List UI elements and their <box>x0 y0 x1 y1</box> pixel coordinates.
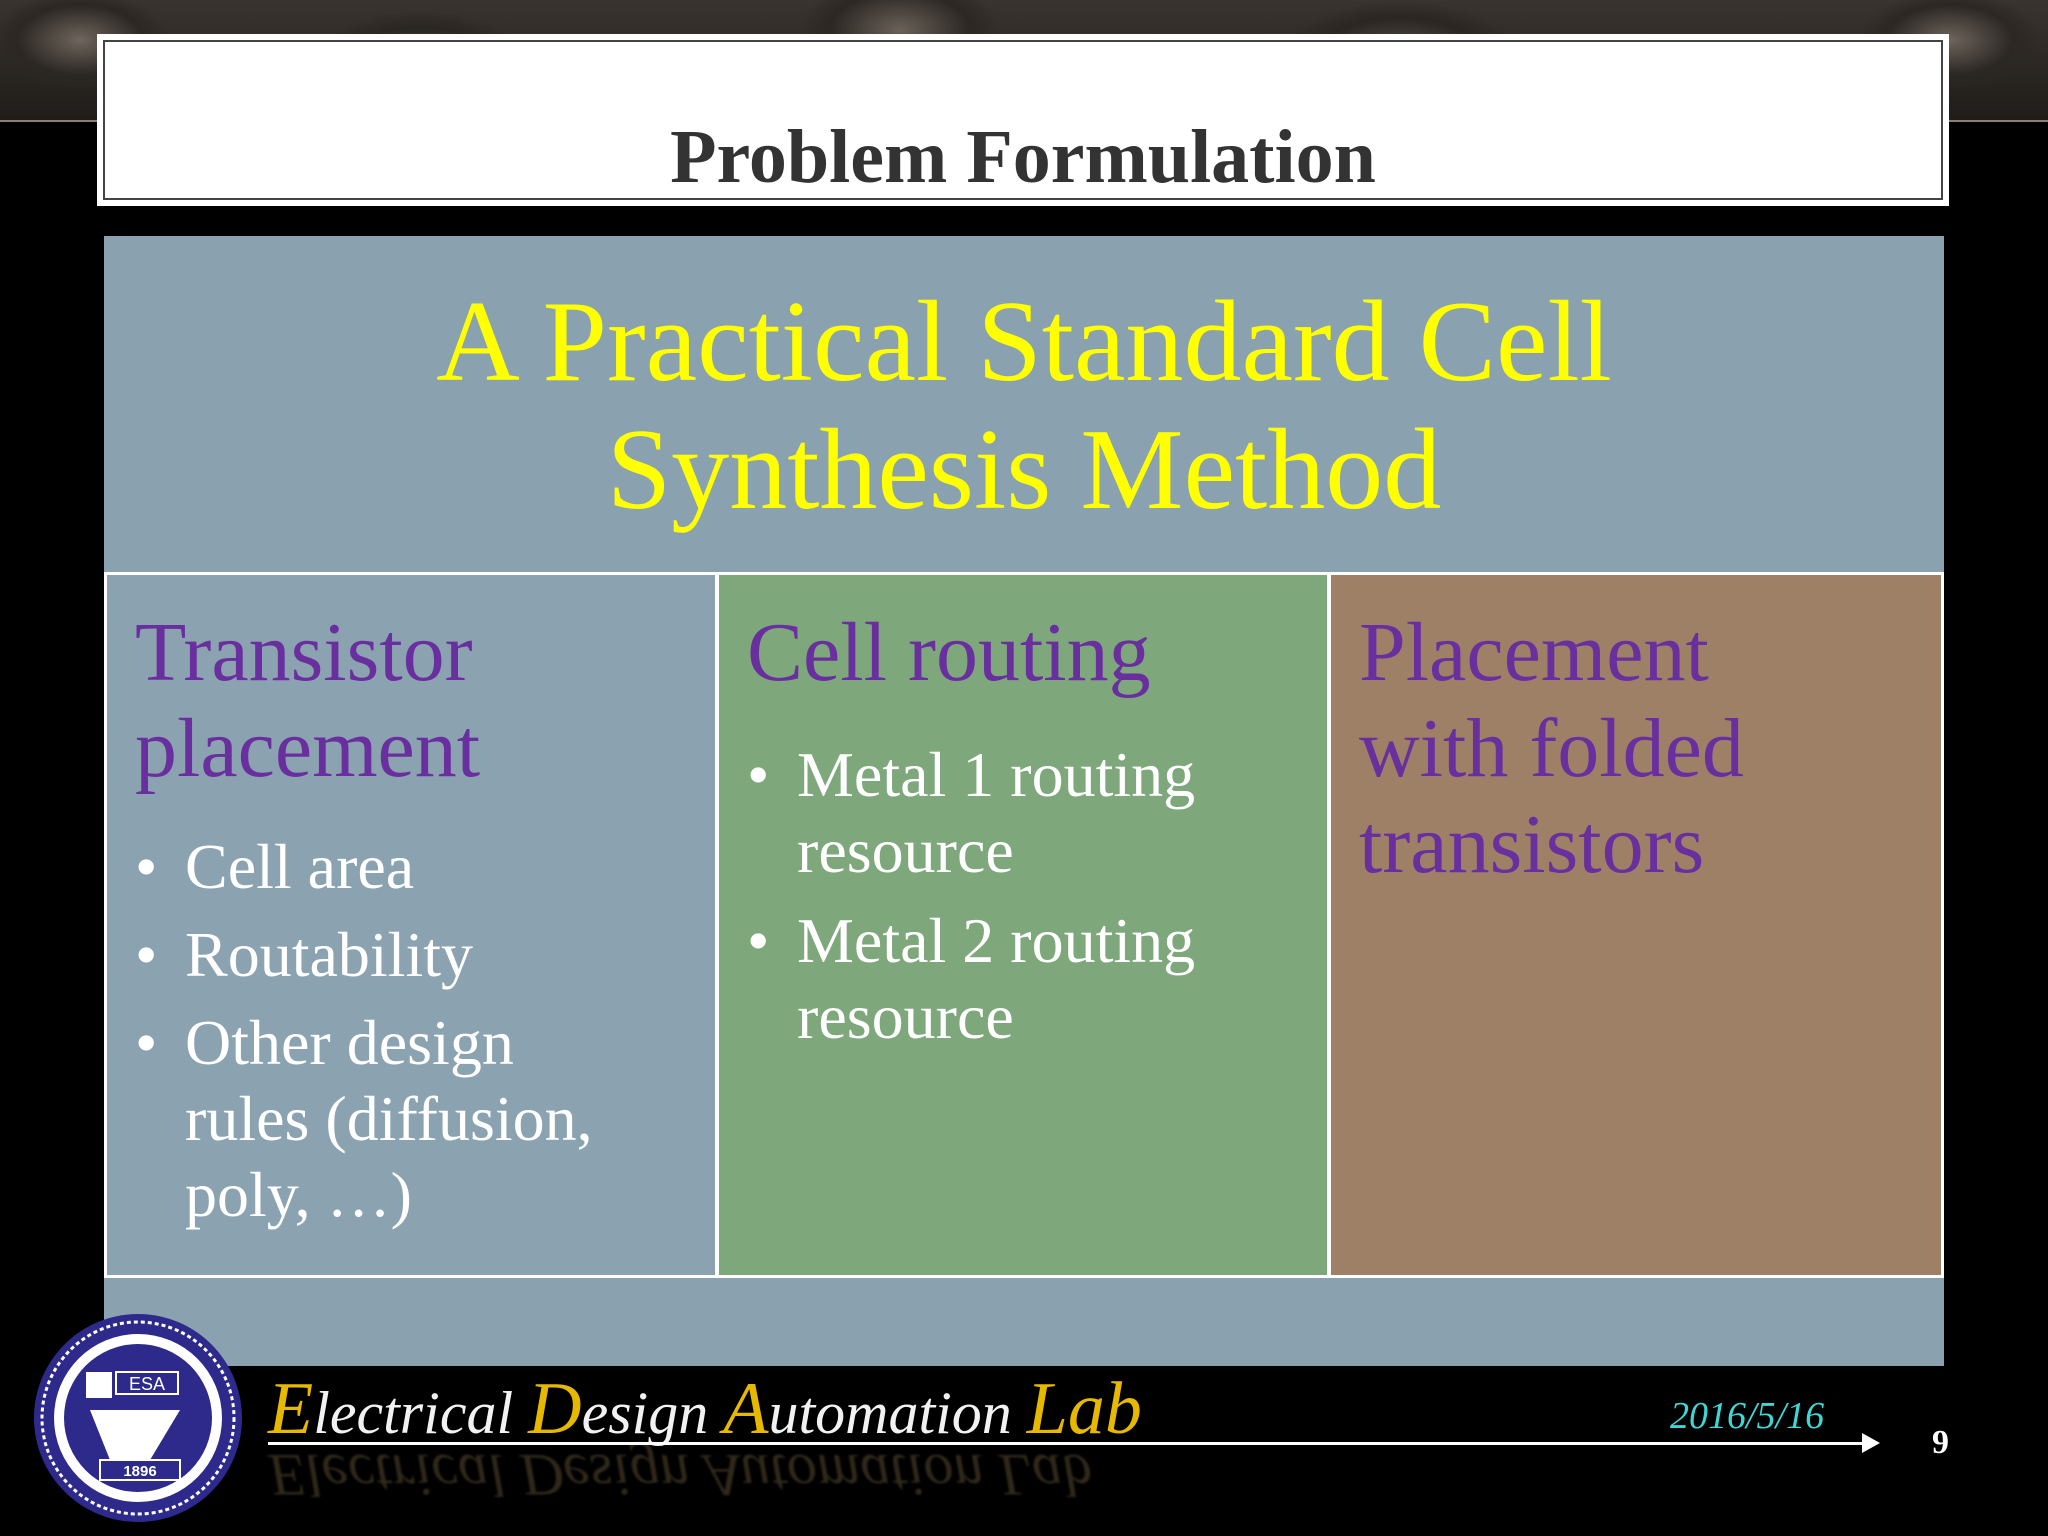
lab-initial: A <box>723 1368 769 1450</box>
list-item: Cell area <box>135 829 715 905</box>
column-title-line: with folded <box>1359 702 1744 795</box>
lab-name: Electrical Design Automation Lab <box>268 1372 1142 1446</box>
column-folded-transistors: Placement with folded transistors <box>1328 572 1944 1278</box>
lab-name-reflection: Electrical Design Automation Lab <box>268 1442 1092 1508</box>
column-transistor-placement: Transistor placement Cell area Routabili… <box>104 572 718 1278</box>
svg-text:1896: 1896 <box>123 1463 156 1480</box>
heading-line-1: A Practical Standard Cell <box>436 278 1612 406</box>
lab-initial: E <box>268 1368 314 1450</box>
lab-word: esign <box>581 1380 724 1446</box>
list-item: Routability <box>135 917 715 993</box>
list-item: Other design rules (diffusion, poly, …) <box>135 1005 645 1233</box>
lab-initial: D <box>528 1368 582 1450</box>
university-seal-logo: ESA 1896 <box>34 1314 242 1522</box>
diagram-heading: A Practical Standard Cell Synthesis Meth… <box>104 278 1944 534</box>
column-title: Cell routing <box>747 605 1327 701</box>
heading-line-2: Synthesis Method <box>606 406 1442 534</box>
title-box: Problem Formulation <box>97 34 1949 206</box>
arrow-right-icon <box>1862 1433 1880 1453</box>
bullet-list: Metal 1 routing resource Metal 2 routing… <box>719 737 1327 1055</box>
list-item: Metal 1 routing resource <box>747 737 1297 889</box>
lab-word: Lab <box>1026 1368 1142 1450</box>
smartart-diagram: A Practical Standard Cell Synthesis Meth… <box>104 236 1944 1366</box>
slide-title: Problem Formulation <box>670 115 1376 199</box>
slide-date: 2016/5/16 <box>1670 1395 1825 1437</box>
bullet-list: Cell area Routability Other design rules… <box>107 829 715 1233</box>
lab-word: lectrical <box>313 1380 529 1446</box>
column-title-line: Transistor <box>135 606 473 699</box>
page-number: 9 <box>1932 1424 1949 1461</box>
column-cell-routing: Cell routing Metal 1 routing resource Me… <box>716 572 1330 1278</box>
list-item: Metal 2 routing resource <box>747 903 1297 1055</box>
column-title-line: Placement <box>1359 606 1709 699</box>
column-title: Transistor placement <box>135 605 715 797</box>
column-title-line: transistors <box>1359 798 1705 891</box>
footer-arrow-line <box>268 1442 1870 1445</box>
svg-text:ESA: ESA <box>129 1374 165 1394</box>
lab-word: utomation <box>768 1380 1027 1446</box>
column-title: Placement with folded transistors <box>1359 605 1941 893</box>
column-title-line: Cell routing <box>747 606 1151 699</box>
column-title-line: placement <box>135 702 481 795</box>
